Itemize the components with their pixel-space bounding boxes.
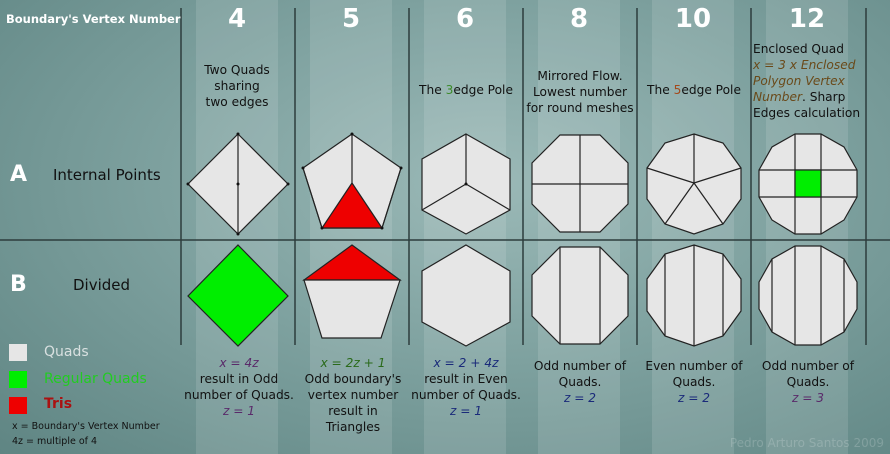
desc-12-line: Enclosed Quad <box>753 42 844 56</box>
mesh-8-internal <box>531 134 629 233</box>
mesh-6-divided <box>421 244 511 347</box>
row-letter-a: A <box>10 162 28 187</box>
desc-10-post: edge Pole <box>681 83 741 97</box>
mesh-4-divided <box>187 244 289 347</box>
desc-10-highlight: 5 <box>673 83 682 97</box>
legend-label-tris: Tris <box>44 396 73 412</box>
column-number-10: 10 <box>674 4 712 34</box>
zval-6: z = 1 <box>449 404 483 418</box>
bottom-4-line: number of Quads. <box>184 388 294 402</box>
bottom-5-line: vertex number <box>307 388 399 402</box>
desc-4-line: two edges <box>205 95 269 109</box>
bottom-12: Odd number of Quads. z = 3 <box>751 358 865 406</box>
desc-12-line: Edges calculation <box>753 106 861 120</box>
desc-12-sharp: . Sharp <box>801 90 846 104</box>
legend-label-regular-quads: Regular Quads <box>44 371 147 387</box>
bottom-8-line: Odd number of <box>533 359 627 373</box>
desc-6-pre: The <box>419 83 446 97</box>
row-label-a: Internal Points <box>53 166 161 184</box>
mesh-5-internal <box>301 132 403 230</box>
bottom-6-line: number of Quads. <box>411 388 521 402</box>
formula-5: x = 2z + 1 <box>320 356 386 370</box>
desc-4-line: Two Quads <box>204 63 270 77</box>
bottom-5-line: Triangles <box>325 420 381 434</box>
desc-4-line: sharing <box>214 79 260 93</box>
legend-label-quads: Quads <box>44 344 89 360</box>
desc-12: Enclosed Quad x = 3 x Enclosed Polygon V… <box>753 41 873 121</box>
bottom-12-line: Odd number of <box>761 359 855 373</box>
desc-8-line: for round meshes <box>526 101 634 115</box>
bottom-6: x = 2 + 4z result in Even number of Quad… <box>407 355 525 419</box>
mesh-5-divided <box>302 244 402 339</box>
bottom-5-line: Odd boundary's <box>304 372 402 386</box>
desc-12-formula: x = 3 x Enclosed <box>753 58 856 72</box>
desc-6-highlight: 3 <box>445 83 454 97</box>
column-number-6: 6 <box>455 4 475 34</box>
desc-6: The 3edge Pole <box>409 82 523 98</box>
legend-swatch-regular-quads <box>9 371 27 388</box>
watermark: Pedro Arturo Santos 2009 <box>729 436 884 450</box>
mesh-6-internal <box>421 133 511 235</box>
legend-swatch-tris <box>9 397 27 414</box>
mesh-10-internal <box>646 133 742 235</box>
bottom-5: x = 2z + 1 Odd boundary's vertex number … <box>297 355 409 435</box>
column-number-5: 5 <box>341 4 361 34</box>
desc-10-pre: The <box>647 83 674 97</box>
bottom-8-line: Quads. <box>558 375 602 389</box>
desc-8-line: Lowest number <box>532 85 628 99</box>
bottom-4-line: result in Odd <box>199 372 279 386</box>
desc-12-number: Number <box>753 90 802 104</box>
desc-8-line: Mirrored Flow. <box>537 69 623 83</box>
bottom-10-line: Quads. <box>672 375 716 389</box>
mesh-12-divided <box>758 245 858 346</box>
formula-4: x = 4z <box>219 356 259 370</box>
mesh-10-divided <box>646 244 742 347</box>
zval-8: z = 2 <box>563 391 597 405</box>
column-number-4: 4 <box>227 4 247 34</box>
bottom-8: Odd number of Quads. z = 2 <box>523 358 637 406</box>
mesh-4-internal <box>186 132 290 236</box>
note-x-definition: x = Boundary's Vertex Number <box>12 421 160 432</box>
bottom-6-line: result in Even <box>424 372 508 386</box>
bottom-10: Even number of Quads. z = 2 <box>637 358 751 406</box>
mesh-8-divided <box>531 246 629 345</box>
desc-8: Mirrored Flow. Lowest number for round m… <box>521 68 639 116</box>
bottom-5-line: result in <box>328 404 378 418</box>
row-letter-b: B <box>10 272 27 297</box>
header-title: Boundary's Vertex Number <box>6 12 181 26</box>
zval-4: z = 1 <box>222 404 256 418</box>
bottom-10-line: Even number of <box>645 359 743 373</box>
bottom-12-line: Quads. <box>786 375 830 389</box>
column-number-12: 12 <box>788 4 826 34</box>
zval-10: z = 2 <box>677 391 711 405</box>
mesh-12-internal <box>758 133 858 235</box>
desc-10: The 5edge Pole <box>637 82 751 98</box>
note-4z-definition: 4z = multiple of 4 <box>12 436 98 447</box>
row-label-b: Divided <box>73 276 131 294</box>
column-number-8: 8 <box>569 4 589 34</box>
legend-swatch-quads <box>9 344 27 361</box>
desc-6-post: edge Pole <box>453 83 513 97</box>
desc-12-line: Polygon Vertex <box>753 74 845 88</box>
zval-12: z = 3 <box>791 391 825 405</box>
desc-4: Two Quads sharing two edges <box>181 62 293 110</box>
formula-6: x = 2 + 4z <box>433 356 499 370</box>
bottom-4: x = 4z result in Odd number of Quads. z … <box>181 355 297 419</box>
